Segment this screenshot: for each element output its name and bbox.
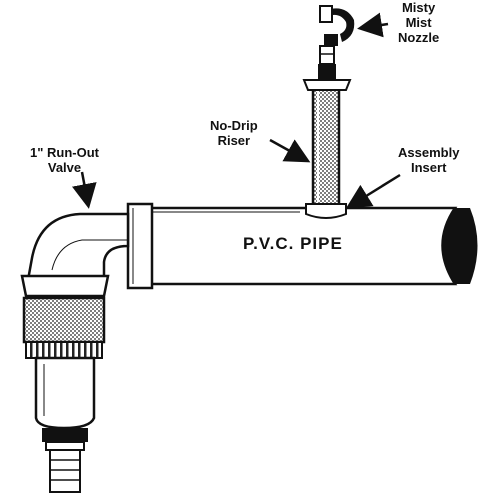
elbow-fitting: [26, 212, 130, 282]
label-pipe: P.V.C. PIPE: [243, 234, 343, 253]
label-riser-line1: No-Drip: [210, 118, 258, 133]
valve-body: [34, 356, 96, 493]
label-insert-line2: Insert: [411, 160, 447, 175]
label-valve-line2: Valve: [47, 160, 82, 175]
mist-nozzle: [319, 5, 355, 46]
label-nozzle-line2: Mist: [405, 15, 432, 30]
pvc-pipe: [148, 206, 478, 286]
riser-tube: [311, 84, 341, 208]
label-valve: 1" Run-Out Valve: [30, 145, 99, 175]
label-insert-line1: Assembly: [398, 145, 460, 160]
nozzle-mount: [302, 45, 352, 91]
label-nozzle: Misty Mist Nozzle: [398, 0, 439, 45]
label-nozzle-line1: Misty: [401, 0, 436, 15]
valve-collar: [20, 274, 110, 359]
label-riser-line2: Riser: [217, 133, 251, 148]
label-valve-line1: 1" Run-Out: [30, 145, 99, 160]
label-insert: Assembly Insert: [398, 145, 459, 175]
pipe-coupling: [126, 202, 154, 290]
assembly-insert: [305, 203, 347, 219]
label-riser: No-Drip Riser: [210, 118, 258, 148]
label-nozzle-line3: Nozzle: [398, 30, 440, 45]
callout-arrows: [72, 12, 401, 209]
